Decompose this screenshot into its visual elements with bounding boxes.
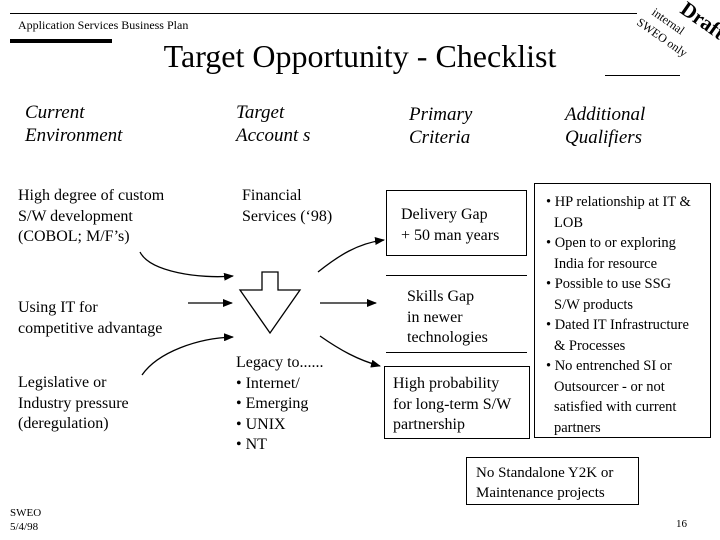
qualifiers-box: • HP relationship at IT & LOB • Open to …	[534, 183, 711, 438]
page-title: Target Opportunity - Checklist	[163, 38, 557, 74]
criteria-delivery-gap: Delivery Gap+ 50 man years	[386, 190, 527, 256]
arrow-target-to-partnership	[319, 335, 381, 368]
plan-name: Application Services Business Plan	[18, 18, 189, 32]
target-legacy: Legacy to...... • Internet/ • Emerging •…	[236, 354, 324, 453]
stamp-rule	[605, 75, 680, 76]
arrow-target-to-delivery-gap	[317, 237, 385, 273]
arrow-legislative-to-target	[141, 333, 234, 376]
down-arrow-icon	[238, 271, 302, 335]
page-number: 16	[676, 518, 687, 530]
arrow-custom-sw-to-target	[139, 251, 234, 281]
draft-stamp: Draft internal SWEO only	[634, 0, 720, 60]
header-accent-bar	[10, 39, 112, 43]
header-rule	[10, 13, 637, 14]
